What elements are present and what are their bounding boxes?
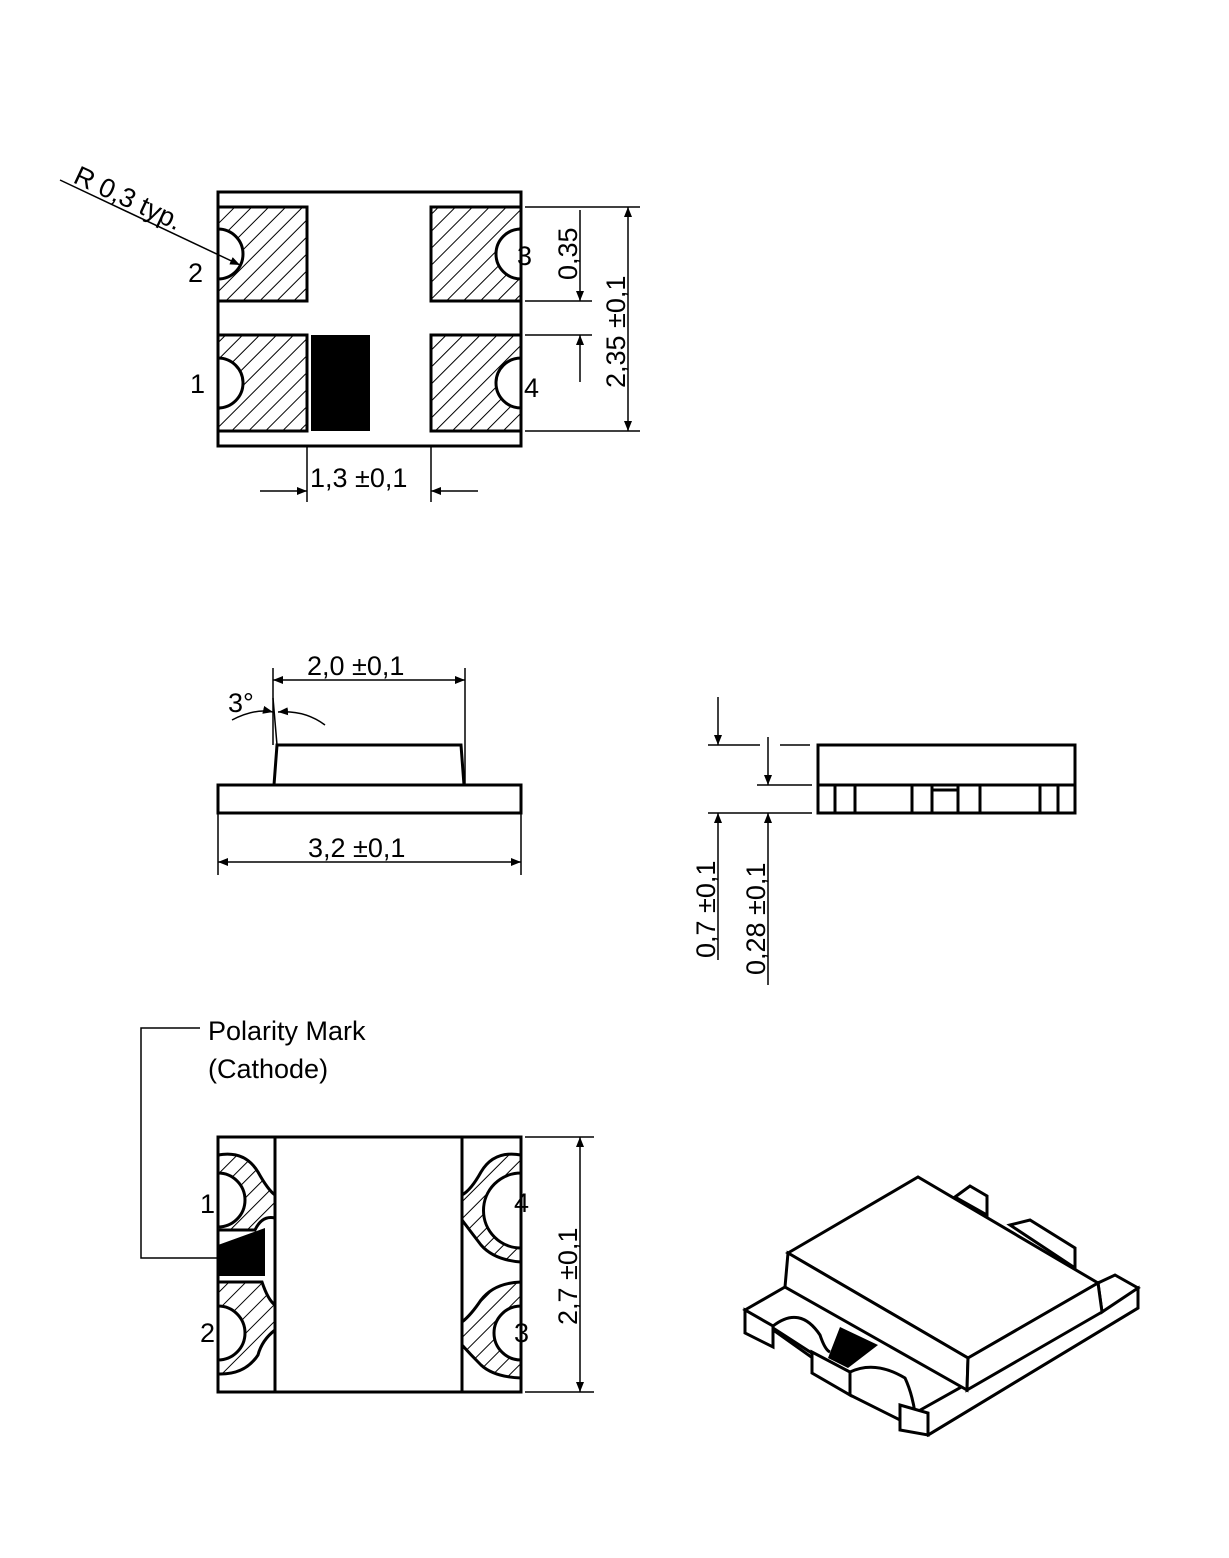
dim-total: 0,7 ±0,1 [691, 861, 721, 958]
end-view: 0,7 ±0,1 0,28 ±0,1 [691, 697, 1077, 985]
radius-leader [59, 179, 241, 266]
pad-4 [429, 333, 523, 433]
pin-label-2: 2 [200, 1318, 215, 1348]
dim-width: 1,3 ±0,1 [310, 463, 407, 493]
lead-3 [460, 1280, 523, 1380]
pin-label-4: 4 [514, 1188, 529, 1218]
polarity-leader [140, 1027, 218, 1259]
side-view: 2,0 ±0,1 3° 3,2 ±0,1 [216, 651, 523, 875]
pin-label-3: 3 [514, 1318, 529, 1348]
pin-label-2: 2 [188, 258, 203, 288]
polarity-mark [218, 1228, 265, 1276]
pad-1 [216, 333, 309, 433]
top-view: R 0,3 typ. 2 1 3 4 0,35 2,35 ±0,1 1,3 ±0… [59, 160, 640, 502]
bottom-view: Polarity Mark (Cathode) 1 2 4 3 2,7 ±0,1 [140, 1016, 594, 1394]
body [273, 1135, 464, 1394]
polarity-label-line2: (Cathode) [208, 1054, 328, 1084]
dim-height: 2,7 ±0,1 [553, 1228, 583, 1325]
pad-2 [216, 205, 309, 303]
polarity-label-line1: Polarity Mark [208, 1016, 366, 1046]
pin-label-1: 1 [200, 1189, 215, 1219]
pin-label-1: 1 [190, 369, 205, 399]
lead-1 [216, 1152, 277, 1232]
polarity-chip [311, 335, 370, 431]
pad-3 [429, 205, 523, 303]
base [216, 783, 523, 815]
pin-label-3: 3 [517, 241, 532, 271]
draft-angle: 3° [228, 688, 254, 718]
lead-2 [216, 1280, 277, 1376]
package-outline [216, 190, 523, 448]
dim-gap: 0,35 [553, 227, 583, 280]
isometric-view [742, 1175, 1141, 1438]
dim-length: 3,2 ±0,1 [308, 833, 405, 863]
radius-label: R 0,3 typ. [69, 160, 186, 236]
lens [272, 743, 466, 786]
dim-lens: 2,0 ±0,1 [307, 651, 404, 681]
dim-height: 2,35 ±0,1 [601, 276, 631, 388]
dim-base: 0,28 ±0,1 [741, 863, 771, 975]
pin-label-4: 4 [524, 373, 539, 403]
lens-side [965, 1280, 1104, 1393]
lead-4 [460, 1152, 523, 1264]
